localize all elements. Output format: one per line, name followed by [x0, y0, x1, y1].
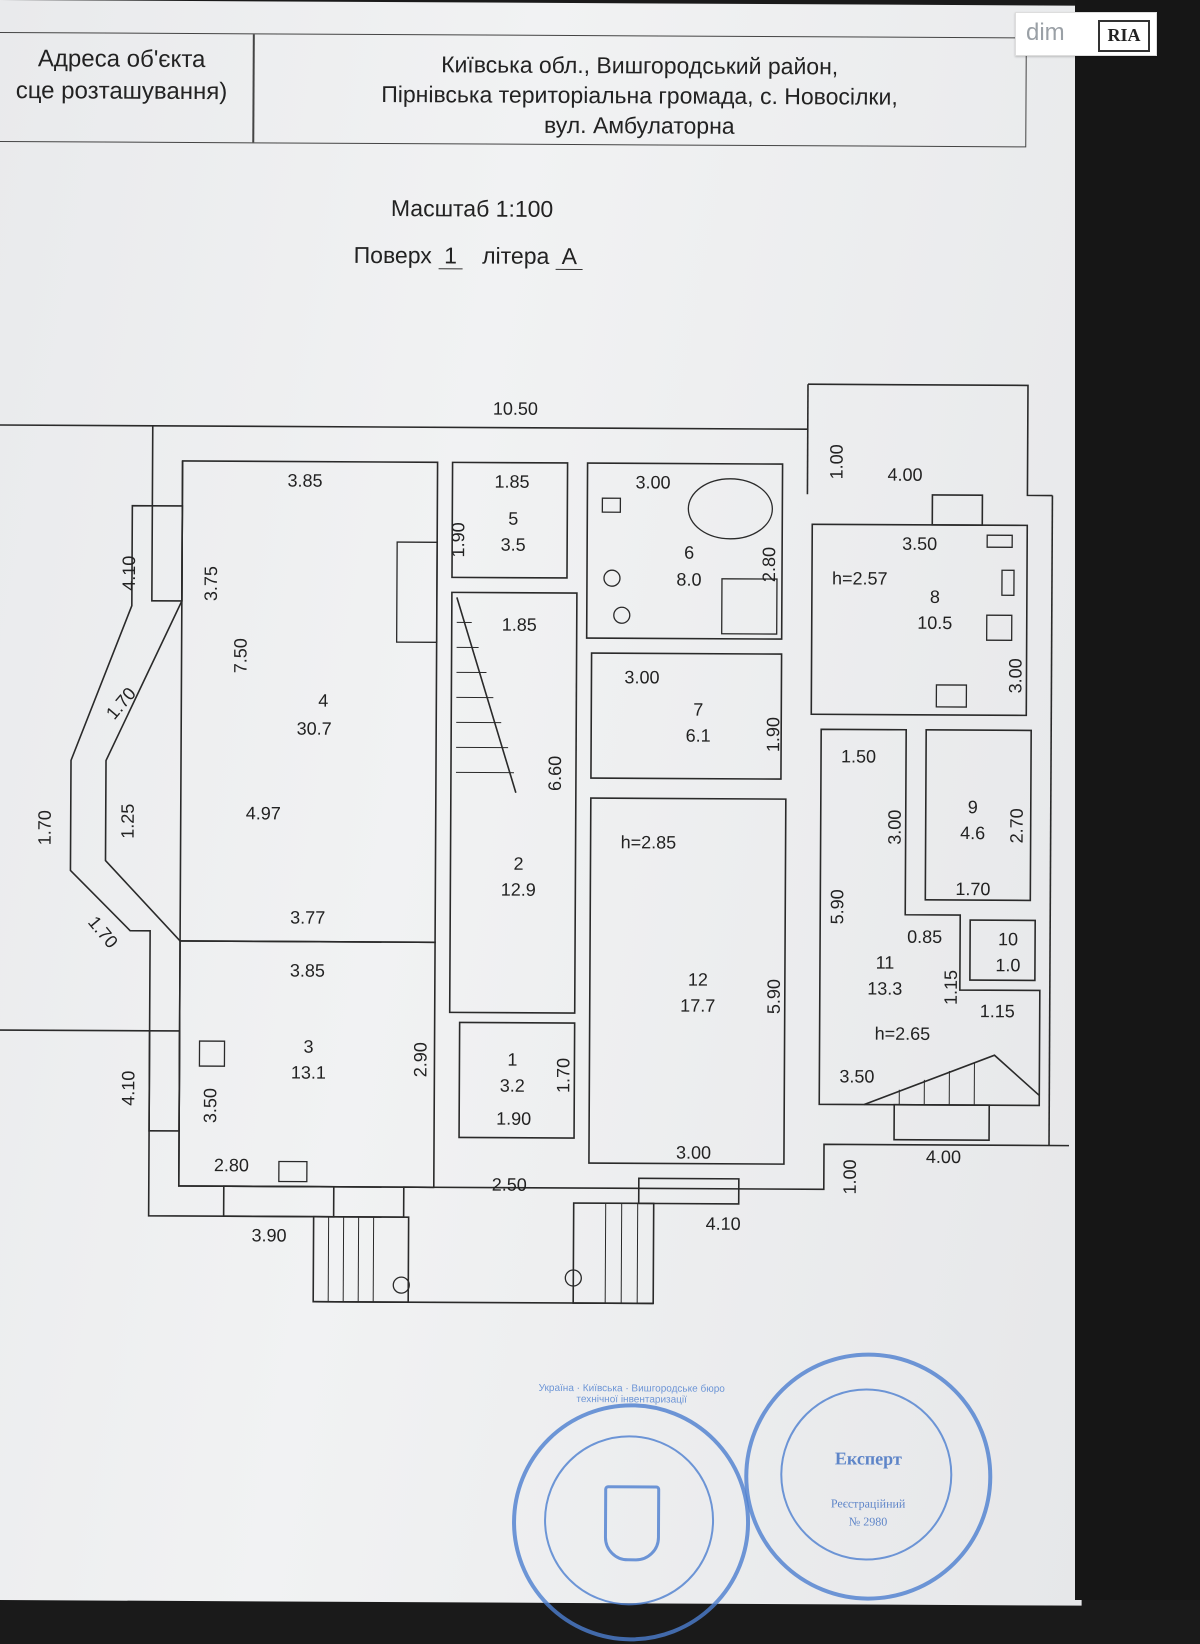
- dim-label: 3.90: [251, 1225, 286, 1245]
- dim-label: 1.85: [494, 472, 529, 492]
- room-8-area: 10.5: [917, 613, 952, 633]
- room-10-area: 1.0: [995, 955, 1020, 975]
- dim-label: 1.15: [980, 1001, 1015, 1021]
- room-3-area: 13.1: [291, 1063, 326, 1083]
- dim-label: 4.00: [926, 1147, 961, 1167]
- room-10-number: 10: [998, 929, 1018, 949]
- trident-icon: [604, 1485, 660, 1561]
- dim-label: 3.85: [287, 471, 322, 491]
- dim-ria-watermark[interactable]: dim RIA: [1015, 12, 1157, 56]
- dim-label: 1.90: [496, 1109, 531, 1129]
- dim-label: 3.00: [624, 667, 659, 687]
- watermark-site: dim: [1026, 19, 1065, 47]
- dim-label: 6.60: [545, 756, 565, 791]
- dim-label: 3.50: [902, 534, 937, 554]
- room-6-number: 6: [684, 543, 694, 563]
- document-sheet: Адреса об'єкта сце розташування) Київськ…: [0, 0, 1090, 1606]
- seal-right-reg: Реєстраційний: [748, 1496, 988, 1512]
- dim-label: 1.70: [35, 810, 55, 845]
- dim-label: 3.50: [200, 1088, 220, 1123]
- dim-label: 5.90: [827, 889, 847, 924]
- dim-label: 7.50: [230, 638, 250, 673]
- dim-label: 1.25: [118, 804, 138, 839]
- dim-label: 1.70: [102, 684, 140, 724]
- dim-label: 3.00: [1005, 658, 1025, 693]
- room-8-number: 8: [930, 587, 940, 607]
- room-4-area: 30.7: [297, 719, 332, 739]
- dim-label: 1.90: [763, 717, 783, 752]
- dim-label: 4.10: [118, 1071, 138, 1106]
- room-9-number: 9: [968, 797, 978, 817]
- room-11-area: 13.3: [867, 979, 902, 999]
- room-labels: 4 30.7 5 3.5 6 8.0 7 6.1 8 10.5 9 4.6 10…: [291, 508, 1023, 1099]
- room-1-number: 1: [507, 1050, 517, 1070]
- room-7-number: 7: [693, 700, 703, 720]
- dim-label: 1.70: [84, 912, 122, 952]
- dim-label: 2.90: [410, 1042, 430, 1077]
- room-2-area: 12.9: [501, 880, 536, 900]
- dim-label: 4.00: [887, 465, 922, 485]
- dim-label: 1.85: [502, 615, 537, 635]
- dim-label: 1.70: [553, 1058, 573, 1093]
- height-label-8: h=2.57: [832, 568, 888, 588]
- dim-label: 1.15: [941, 970, 961, 1005]
- dim-label: 3.77: [290, 908, 325, 928]
- dim-label: 0.85: [907, 927, 942, 947]
- dim-label: 3.00: [676, 1143, 711, 1163]
- room-3-number: 3: [303, 1037, 313, 1057]
- fixtures: [198, 476, 1014, 1296]
- dim-label: 1.00: [827, 444, 847, 479]
- dim-label: 1.50: [841, 746, 876, 766]
- room-12-number: 12: [688, 970, 708, 990]
- seal-left-text: Україна · Київська · Вишгородське бюро т…: [517, 1383, 747, 1406]
- dim-label: 2.80: [759, 547, 779, 582]
- dim-overall-top: 10.50: [493, 399, 538, 419]
- room-7-area: 6.1: [686, 726, 711, 746]
- dim-label: 3.00: [885, 810, 905, 845]
- dim-label: 1.90: [448, 522, 468, 557]
- height-label-11: h=2.65: [875, 1024, 931, 1044]
- dim-label: 3.50: [839, 1066, 874, 1086]
- room-5-area: 3.5: [501, 535, 526, 555]
- dim-label: 1.00: [840, 1159, 860, 1194]
- dim-label: 4.10: [119, 556, 139, 591]
- dim-label: 2.80: [214, 1155, 249, 1175]
- background-edge: [1075, 0, 1200, 1600]
- dim-label: 3.85: [290, 961, 325, 981]
- room-11-number: 11: [876, 953, 895, 973]
- dim-label: 2.70: [1007, 808, 1027, 843]
- seal-right-inner-ring: [780, 1388, 953, 1561]
- dim-label: 3.00: [635, 472, 670, 492]
- seal-left: Україна · Київська · Вишгородське бюро т…: [511, 1403, 750, 1642]
- seal-right-num: № 2980: [748, 1514, 988, 1530]
- dim-label: 5.90: [764, 979, 784, 1014]
- dim-label: 1.70: [955, 879, 990, 899]
- room-1-area: 3.2: [500, 1076, 525, 1096]
- room-4-number: 4: [318, 691, 328, 711]
- ria-logo: RIA: [1098, 20, 1150, 52]
- floor-plan: 4 30.7 5 3.5 6 8.0 7 6.1 8 10.5 9 4.6 10…: [0, 0, 1090, 1606]
- room-9-area: 4.6: [960, 823, 985, 843]
- dim-label: 2.50: [492, 1175, 527, 1195]
- dim-label: 4.97: [246, 803, 281, 823]
- room-12-area: 17.7: [680, 996, 715, 1016]
- outer-walls: [0, 380, 1073, 1306]
- dim-label: 4.10: [706, 1214, 741, 1234]
- seal-right-title: Експерт: [748, 1448, 988, 1470]
- room-5-number: 5: [508, 509, 518, 529]
- dim-label: 3.75: [201, 566, 221, 601]
- room-6-area: 8.0: [676, 570, 701, 590]
- room-2-number: 2: [513, 854, 523, 874]
- height-label-12: h=2.85: [621, 832, 677, 852]
- seal-right: Експерт Реєстраційний № 2980: [744, 1352, 993, 1601]
